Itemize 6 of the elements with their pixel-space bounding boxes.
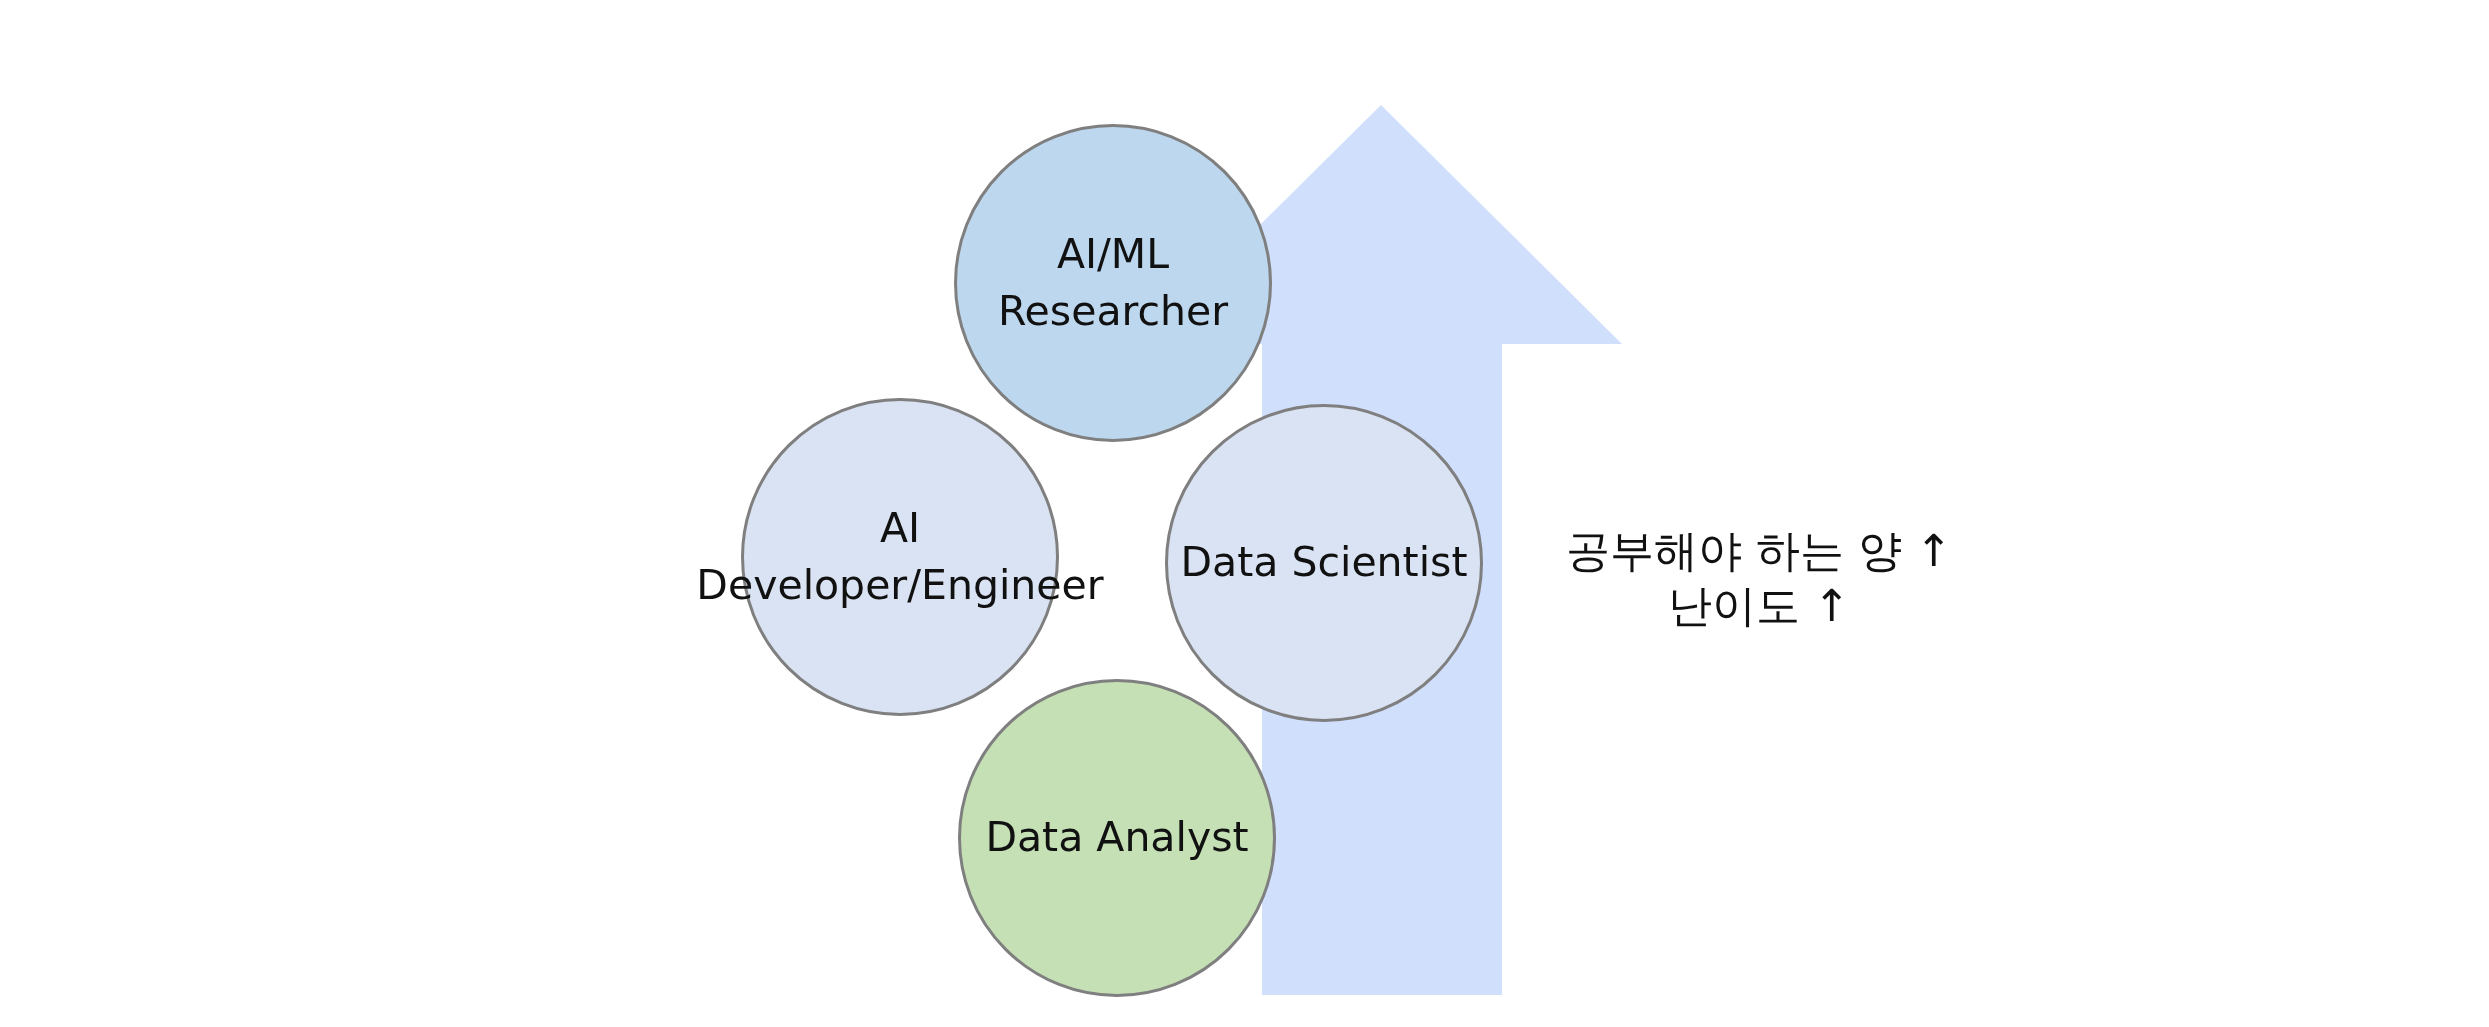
note-text: 난이도 ↑ bbox=[1667, 579, 1851, 633]
role-label: AI/ML Researcher bbox=[996, 228, 1230, 337]
role-label: Data Scientist bbox=[1179, 537, 1469, 589]
role-label: AI Developer/Engineer bbox=[695, 502, 1105, 611]
role-label: Data Analyst bbox=[984, 812, 1250, 864]
note-text: 공부해야 하는 양 ↑ bbox=[1565, 524, 1953, 578]
